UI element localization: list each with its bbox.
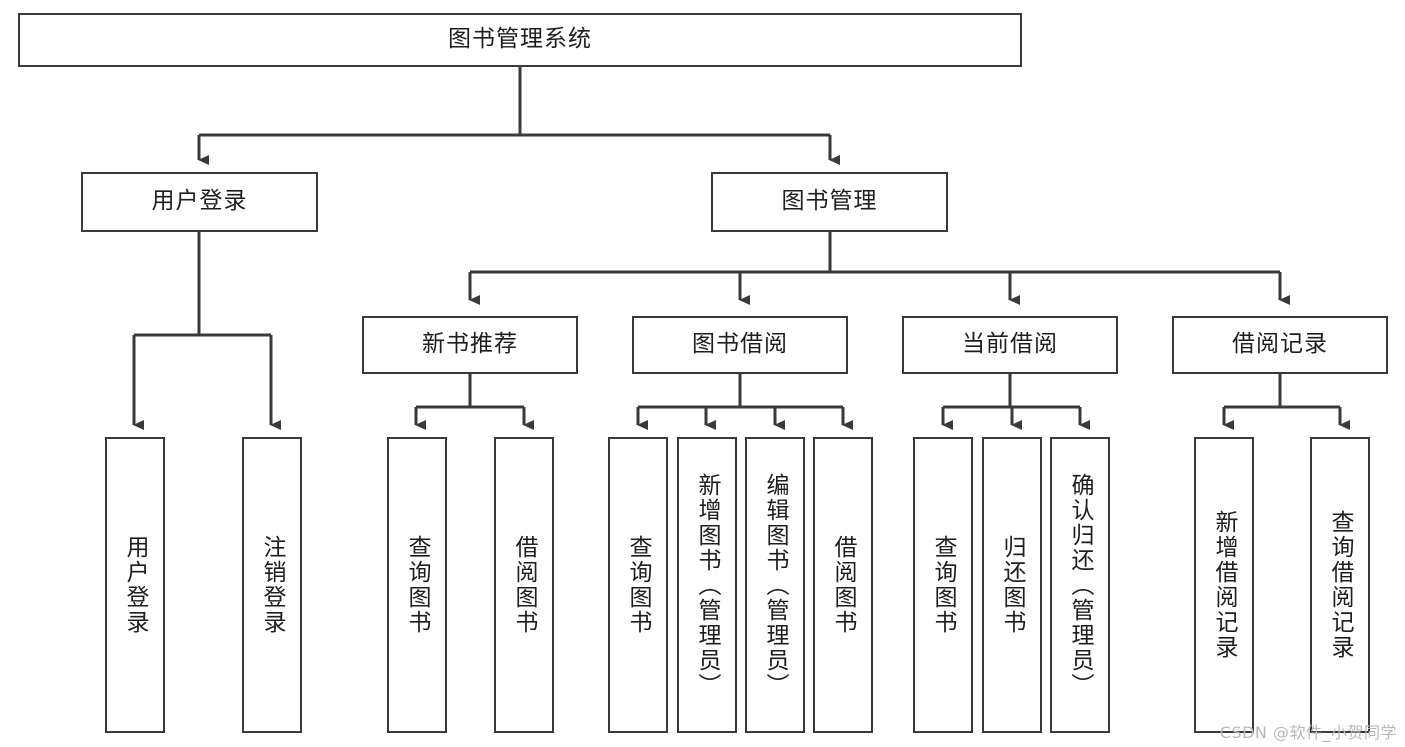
leaf-borrow-borrow-book[interactable]: 借阅图书 [813, 437, 873, 733]
node-label: 查询图书 [404, 535, 431, 635]
node-book-management[interactable]: 图书管理 [711, 172, 948, 232]
node-label: 新增借阅记录 [1211, 510, 1238, 660]
leaf-current-return-book[interactable]: 归还图书 [982, 437, 1042, 733]
leaf-user-login-signout[interactable]: 注销登录 [242, 437, 302, 733]
node-label: 图书管理系统 [448, 26, 592, 53]
node-label: 归还图书 [999, 535, 1026, 635]
leaf-current-query-book[interactable]: 查询图书 [913, 437, 973, 733]
leaf-borrow-edit-book-admin[interactable]: 编辑图书（管理员） [745, 437, 805, 733]
node-label: 借阅记录 [1232, 331, 1328, 358]
leaf-record-add-record[interactable]: 新增借阅记录 [1194, 437, 1254, 733]
leaf-borrow-query-book[interactable]: 查询图书 [608, 437, 668, 733]
leaf-user-login-signin[interactable]: 用户登录 [105, 437, 165, 733]
node-label: 当前借阅 [962, 331, 1058, 358]
node-label: 查询图书 [930, 535, 957, 635]
node-current-borrow[interactable]: 当前借阅 [902, 316, 1118, 374]
node-label: 图书借阅 [692, 331, 788, 358]
leaf-recommend-borrow-book[interactable]: 借阅图书 [494, 437, 554, 733]
node-label: 新书推荐 [422, 331, 518, 358]
node-label: 用户登录 [151, 188, 248, 215]
node-label: 借阅图书 [830, 535, 857, 635]
node-root-system[interactable]: 图书管理系统 [18, 13, 1022, 67]
node-label: 确认归还（管理员） [1067, 472, 1094, 698]
watermark-text: CSDN @软件_小贺同学 [1219, 723, 1397, 742]
node-label: 用户登录 [122, 535, 149, 635]
leaf-borrow-add-book-admin[interactable]: 新增图书（管理员） [677, 437, 737, 733]
node-user-login[interactable]: 用户登录 [81, 172, 318, 232]
node-book-borrow[interactable]: 图书借阅 [632, 316, 848, 374]
node-new-book-recommend[interactable]: 新书推荐 [362, 316, 578, 374]
node-label: 查询图书 [625, 535, 652, 635]
leaf-recommend-query-book[interactable]: 查询图书 [387, 437, 447, 733]
node-label: 查询借阅记录 [1327, 510, 1354, 660]
node-label: 注销登录 [259, 535, 286, 635]
leaf-record-query-record[interactable]: 查询借阅记录 [1310, 437, 1370, 733]
node-label: 借阅图书 [511, 535, 538, 635]
node-label: 编辑图书（管理员） [762, 472, 789, 698]
node-label: 图书管理 [781, 188, 878, 215]
node-label: 新增图书（管理员） [694, 472, 721, 698]
leaf-current-confirm-return-admin[interactable]: 确认归还（管理员） [1050, 437, 1110, 733]
node-borrow-record[interactable]: 借阅记录 [1172, 316, 1388, 374]
